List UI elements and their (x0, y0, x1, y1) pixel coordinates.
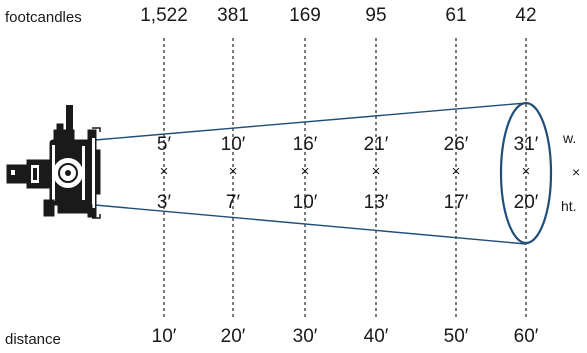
distance-value: 20′ (220, 326, 246, 347)
beam-lower-edge (94, 204, 527, 245)
beam-width-value: 31′ (513, 134, 539, 155)
beam-end-ellipse (499, 101, 553, 245)
times-symbol: × (228, 163, 238, 180)
times-symbol: × (521, 163, 531, 180)
beam-height-value: 13′ (363, 192, 389, 213)
distance-value: 40′ (363, 326, 389, 347)
beam-upper-edge (94, 102, 527, 141)
distance-value: 60′ (513, 326, 539, 347)
footcandle-value: 95 (365, 5, 387, 26)
beam-height-value: 7′ (225, 192, 241, 213)
beam-height-value: 20′ (513, 192, 539, 213)
times-symbol: × (451, 163, 461, 180)
height-label: ht. (561, 198, 577, 214)
beam-width-value: 21′ (363, 134, 389, 155)
footcandles-label: footcandles (5, 9, 82, 26)
times-symbol: × (159, 163, 169, 180)
footcandle-value: 169 (289, 5, 321, 26)
beam-width-value: 16′ (292, 134, 318, 155)
distance-value: 30′ (292, 326, 318, 347)
footcandle-value: 42 (515, 5, 537, 26)
footcandle-value: 381 (217, 5, 249, 26)
spotlight-fixture-icon (6, 105, 101, 219)
beam-height-value: 17′ (443, 192, 469, 213)
distance-label: distance (5, 331, 61, 348)
beam-height-value: 10′ (292, 192, 318, 213)
distance-value: 10′ (151, 326, 177, 347)
side-times-symbol: × (572, 164, 581, 180)
footcandle-value: 61 (445, 5, 467, 26)
beam-height-value: 3′ (156, 192, 172, 213)
distance-guides (163, 38, 527, 318)
beam-width-value: 26′ (443, 134, 469, 155)
beam-width-value: 5′ (156, 134, 172, 155)
distance-value: 50′ (443, 326, 469, 347)
footcandle-value: 1,522 (140, 5, 188, 26)
times-symbol: × (371, 163, 381, 180)
width-label: w. (563, 130, 577, 146)
beam-width-value: 10′ (220, 134, 246, 155)
times-symbol: × (300, 163, 310, 180)
